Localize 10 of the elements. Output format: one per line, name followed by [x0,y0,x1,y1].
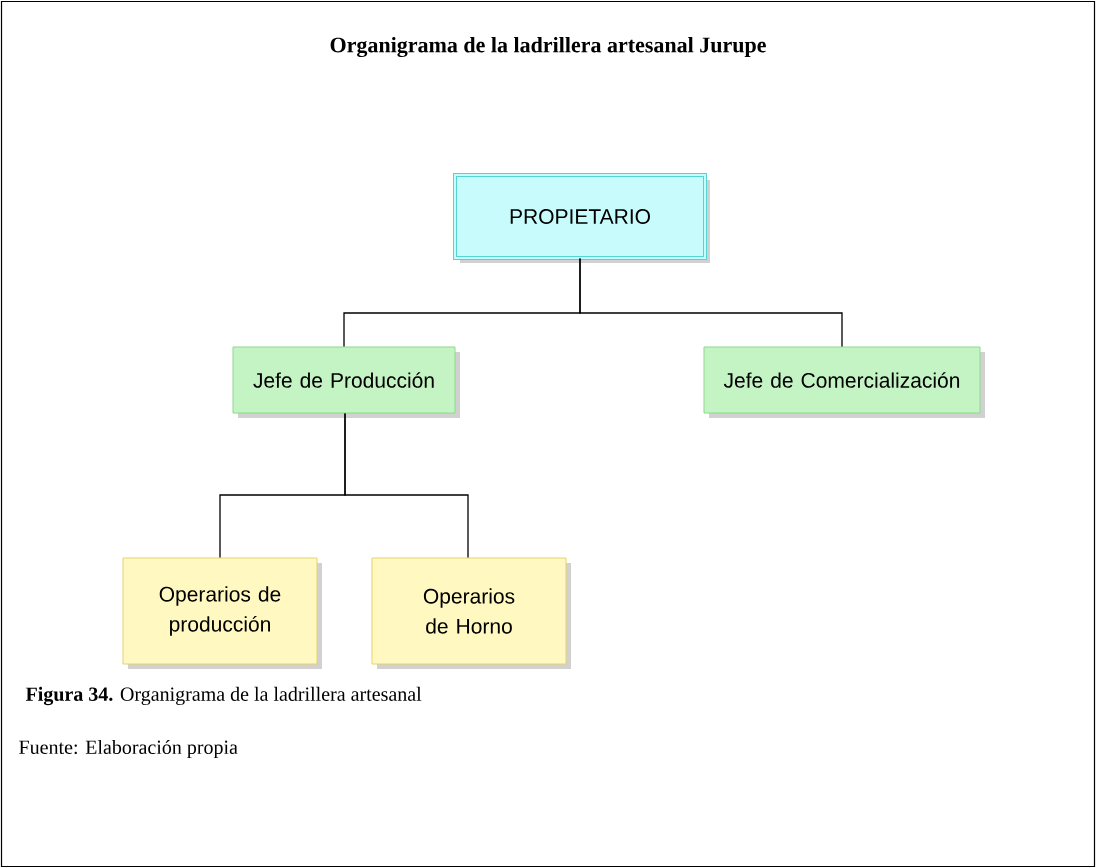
org-box: Jefe de Producción [232,346,460,418]
org-box: Operarios de producción [122,557,322,669]
org-box: Jefe de Comercialización [703,346,985,418]
org-box: PROPIETARIO [453,173,710,263]
figure-caption: Figura 34. Organigrama de la ladrillera artesanal [25,686,422,706]
connector-line [344,412,469,559]
title: Organigrama de la ladrillera artesanal Jurupe [330,36,766,58]
org-box: Operarios de Horno [371,557,571,669]
source-note: Fuente: Elaboración propia [19,739,238,759]
connector-line [579,257,843,348]
